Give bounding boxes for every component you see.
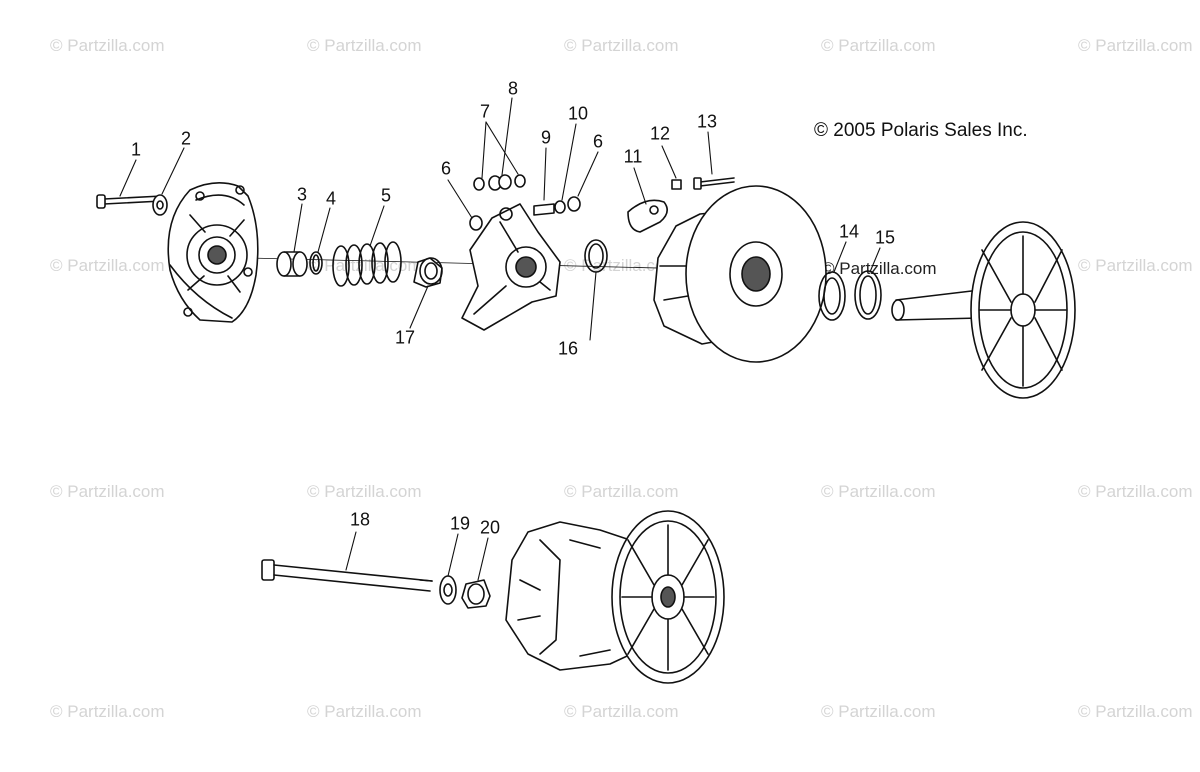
callout-3: 3 [296, 184, 308, 205]
callout-8: 8 [507, 78, 519, 99]
part-14-ring [818, 271, 846, 321]
callout-5: 5 [380, 185, 392, 206]
part-13-bolt [693, 177, 735, 190]
callout-12: 12 [649, 123, 671, 144]
copyright-notice: © 2005 Polaris Sales Inc. [814, 120, 1028, 141]
part-9-pin [533, 203, 555, 216]
callout-6: 6 [440, 158, 452, 179]
assembled-clutch [505, 510, 725, 684]
callout-18: 18 [349, 509, 371, 530]
part-4-ring [309, 251, 323, 275]
callout-14: 14 [838, 221, 860, 242]
watermark: © Partzilla.com [307, 256, 422, 275]
callout-7: 7 [479, 101, 491, 122]
moveable-sheave [653, 185, 827, 363]
callout-15: 15 [874, 227, 896, 248]
part-6-roller [469, 215, 483, 231]
watermark: © Partzilla.com [50, 482, 165, 501]
part-18-bolt [261, 559, 433, 592]
callout-11: 11 [623, 146, 643, 167]
part-7-washer [473, 177, 485, 191]
callout-20: 20 [479, 517, 501, 538]
watermark: © Partzilla.com [307, 702, 422, 721]
watermark: © Partzilla.com [50, 702, 165, 721]
watermark: © Partzilla.com [307, 482, 422, 501]
watermark: © Partzilla.com [564, 482, 679, 501]
part-3-bushing [276, 251, 308, 277]
part-1-bolt [96, 194, 163, 209]
part-19-washer [439, 575, 457, 605]
watermark: © Partzilla.com [50, 256, 165, 275]
callout-4: 4 [325, 188, 337, 209]
callout-6-second: 6 [592, 131, 604, 152]
leader-lines [119, 97, 881, 581]
watermark: © Partzilla.com [50, 36, 165, 55]
watermark: © Partzilla.com [821, 702, 936, 721]
watermark: © Partzilla.com [564, 702, 679, 721]
part-20-bushing [461, 579, 491, 609]
inline-watermark: © Partzilla.com [822, 259, 937, 278]
callout-1: 1 [130, 139, 142, 160]
part-11-weight [627, 199, 668, 233]
callout-10: 10 [567, 103, 589, 124]
callout-17: 17 [394, 327, 416, 348]
watermark: © Partzilla.com [564, 256, 679, 275]
part-10-washer [554, 200, 566, 214]
callout-19: 19 [449, 513, 471, 534]
part-5-spring [332, 241, 402, 287]
watermark: © Partzilla.com [564, 36, 679, 55]
callout-16: 16 [557, 338, 579, 359]
fixed-sheave [891, 221, 1076, 399]
part-7-washer [514, 174, 526, 188]
watermark: © Partzilla.com [1078, 482, 1193, 501]
watermark: © Partzilla.com [1078, 36, 1193, 55]
part-2-washer [152, 194, 168, 216]
callout-13: 13 [696, 111, 718, 132]
watermark: © Partzilla.com [1078, 702, 1193, 721]
part-15-ring [854, 270, 882, 320]
part-8-roller [488, 174, 512, 191]
part-17-bushing [413, 257, 443, 288]
watermark: © Partzilla.com [307, 36, 422, 55]
watermark: © Partzilla.com [821, 482, 936, 501]
callout-9: 9 [540, 127, 552, 148]
callout-2: 2 [180, 128, 192, 149]
cover-housing [167, 182, 259, 323]
watermark: © Partzilla.com [1078, 256, 1193, 275]
part-6-roller [567, 196, 581, 212]
part-16-ring [584, 239, 608, 273]
watermark: © Partzilla.com [821, 36, 936, 55]
part-12-nut [671, 179, 682, 190]
spider [461, 203, 561, 331]
